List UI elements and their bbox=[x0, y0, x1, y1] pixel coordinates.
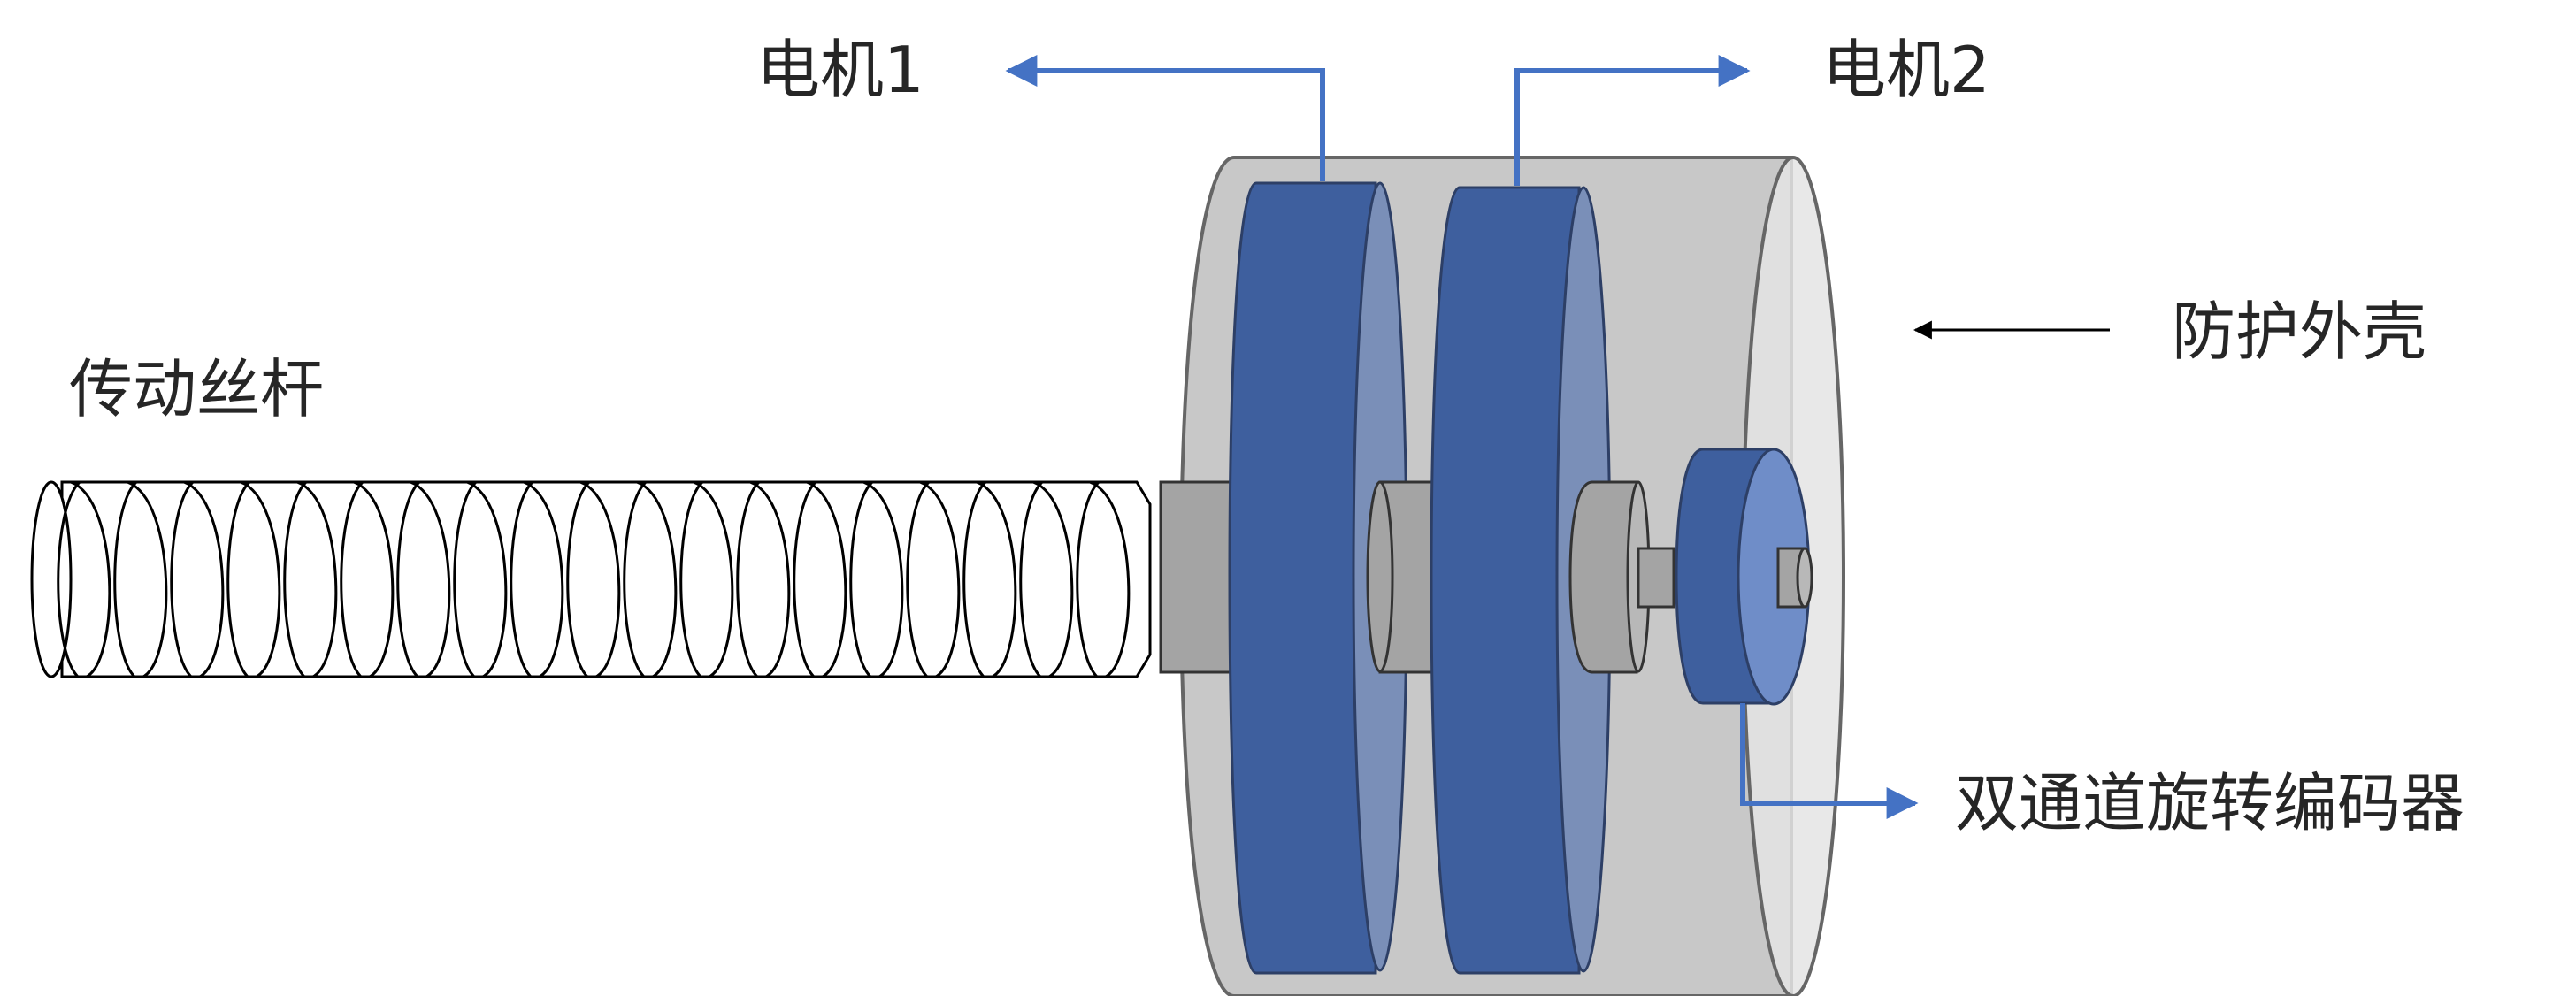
label-housing: 防护外壳 bbox=[2172, 295, 2426, 369]
thread-crest bbox=[1076, 480, 1131, 678]
output-shaft bbox=[1568, 480, 1675, 674]
motor-1-leader bbox=[1005, 55, 1325, 181]
thread-crest bbox=[906, 480, 961, 678]
thread-crest bbox=[849, 480, 904, 678]
thread-crest bbox=[340, 480, 395, 678]
motor-1 bbox=[1228, 181, 1408, 975]
thread-crest bbox=[962, 480, 1017, 678]
thread-crest bbox=[113, 480, 168, 678]
input-shaft bbox=[1159, 480, 1235, 674]
label-motor-2: 电机2 bbox=[1822, 33, 1990, 107]
thread-crest bbox=[736, 480, 791, 678]
screw-threads bbox=[57, 480, 1131, 678]
lead-screw bbox=[30, 480, 1152, 678]
thread-crest bbox=[1019, 480, 1074, 678]
thread-crest bbox=[510, 480, 564, 678]
thread-crest bbox=[566, 480, 621, 678]
thread-crest bbox=[793, 480, 847, 678]
thread-crest bbox=[226, 480, 281, 678]
thread-crest bbox=[623, 480, 678, 678]
encoder bbox=[1675, 448, 1813, 706]
motor-2-leader bbox=[1514, 55, 1751, 186]
thread-crest bbox=[283, 480, 338, 678]
thread-crest bbox=[453, 480, 508, 678]
label-encoder: 双通道旋转编码器 bbox=[1955, 766, 2465, 840]
label-motor-1: 电机1 bbox=[756, 33, 924, 107]
thread-crest bbox=[57, 480, 111, 678]
thread-crest bbox=[679, 480, 734, 678]
label-lead-screw: 传动丝杆 bbox=[69, 352, 324, 426]
thread-crest bbox=[396, 480, 451, 678]
encoder-leader bbox=[1740, 703, 1919, 819]
thread-crest bbox=[170, 480, 225, 678]
